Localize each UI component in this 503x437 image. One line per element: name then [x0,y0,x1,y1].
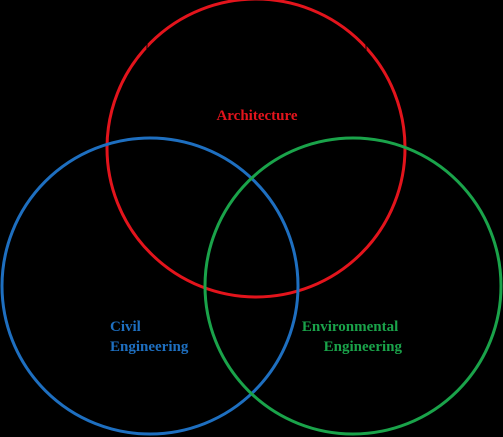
label-architecture: Architecture [216,108,297,124]
circle-architecture [105,0,407,299]
circle-civil-engineering [0,136,300,436]
label-env-line-2: Engineering [324,339,403,355]
circle-environmental-engineering [203,136,503,436]
label-architecture-line-1: Architecture [216,108,297,124]
label-civil-line-1: Civil [110,319,141,335]
label-env-line-1: Environmental [302,319,398,335]
label-environmental-engineering: Environmental Engineering [302,319,403,355]
label-civil-engineering: Civil Engineering [110,319,189,355]
label-civil-line-2: Engineering [110,339,189,355]
